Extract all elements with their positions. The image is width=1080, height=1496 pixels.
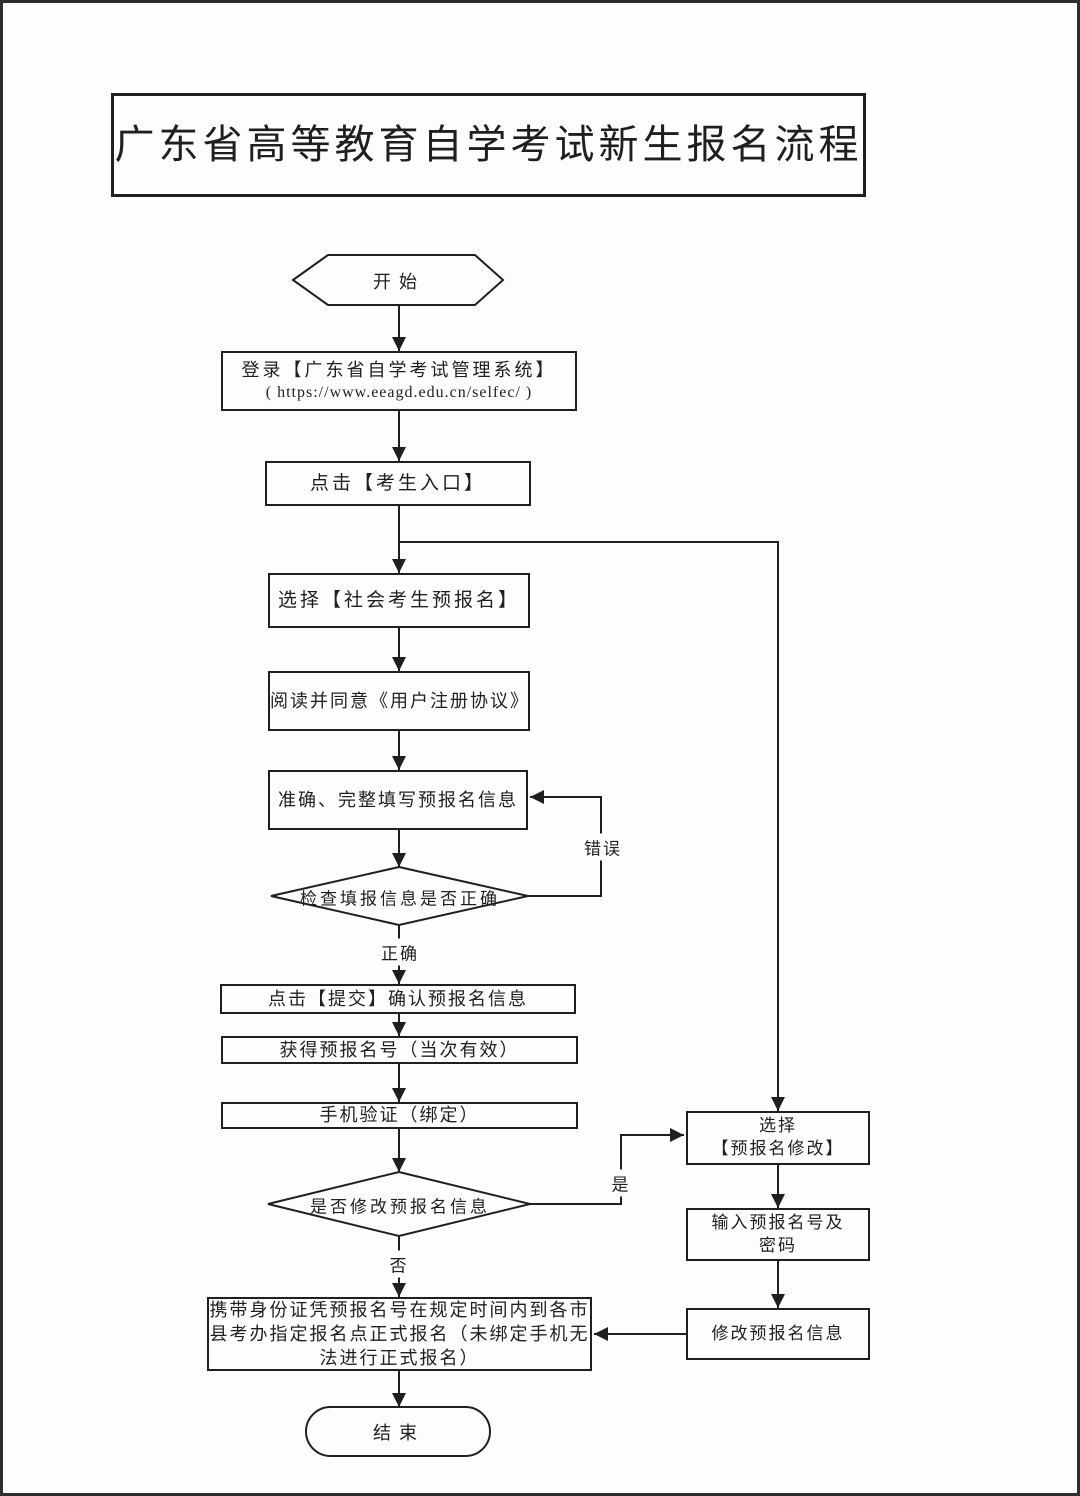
process-input-number-password: 输入预报名号及 密码: [686, 1208, 870, 1261]
end-node-label: 结束: [373, 1423, 425, 1443]
process-get-prereg-number: 获得预报名号（当次有效）: [221, 1036, 578, 1064]
start-node-label: 开始: [373, 272, 425, 292]
connector-branch-to-modify: [399, 541, 785, 1111]
flowchart-connectors: [267, 254, 785, 1457]
process-fill-prereg-info: 准确、完整填写预报名信息: [268, 770, 528, 830]
process-formal-register: 携带身份证凭预报名号在规定时间内到各市 县考办指定报名点正式报名（未绑定手机无 …: [207, 1297, 592, 1371]
decision-check-info-label: 检查填报信息是否正确: [300, 889, 500, 909]
input-number-line2: 密码: [759, 1235, 797, 1255]
process-login-line1: 登录【广东省自学考试管理系统】: [241, 360, 557, 381]
edge-label-no: 否: [386, 1250, 412, 1278]
select-prereg-modify-line2: 【预报名修改】: [711, 1139, 845, 1158]
edge-label-error: 错误: [581, 833, 625, 861]
process-login: 登录【广东省自学考试管理系统】 ( https://www.eeagd.edu.…: [221, 351, 577, 411]
process-select-social-prereg: 选择【社会考生预报名】: [268, 573, 530, 628]
input-number-line1: 输入预报名号及: [711, 1212, 845, 1232]
edge-label-yes: 是: [608, 1169, 634, 1197]
edge-label-correct: 正确: [378, 938, 422, 966]
process-click-entrance: 点击【考生入口】: [265, 461, 531, 506]
process-read-agreement: 阅读并同意《用户注册协议》: [268, 671, 530, 731]
process-phone-verify: 手机验证（绑定）: [221, 1102, 578, 1129]
process-submit-confirm: 点击【提交】确认预报名信息: [220, 984, 576, 1014]
connector-yes-path: [530, 1128, 684, 1205]
start-terminator-hexagon: [291, 254, 505, 306]
diagram-title: 广东省高等教育自学考试新生报名流程: [111, 93, 866, 197]
formal-register-line3: 法进行正式报名）: [319, 1348, 480, 1368]
process-modify-prereg-info: 修改预报名信息: [686, 1308, 870, 1360]
decision-modify-label: 是否修改预报名信息: [310, 1197, 490, 1217]
process-select-prereg-modify: 选择 【预报名修改】: [686, 1111, 870, 1165]
select-prereg-modify-line1: 选择: [759, 1116, 797, 1136]
process-login-url: ( https://www.eeagd.edu.cn/selfec/ ): [265, 384, 533, 402]
formal-register-line2: 县考办指定报名点正式报名（未绑定手机无: [209, 1324, 590, 1344]
formal-register-line1: 携带身份证凭预报名号在规定时间内到各市: [209, 1300, 590, 1320]
